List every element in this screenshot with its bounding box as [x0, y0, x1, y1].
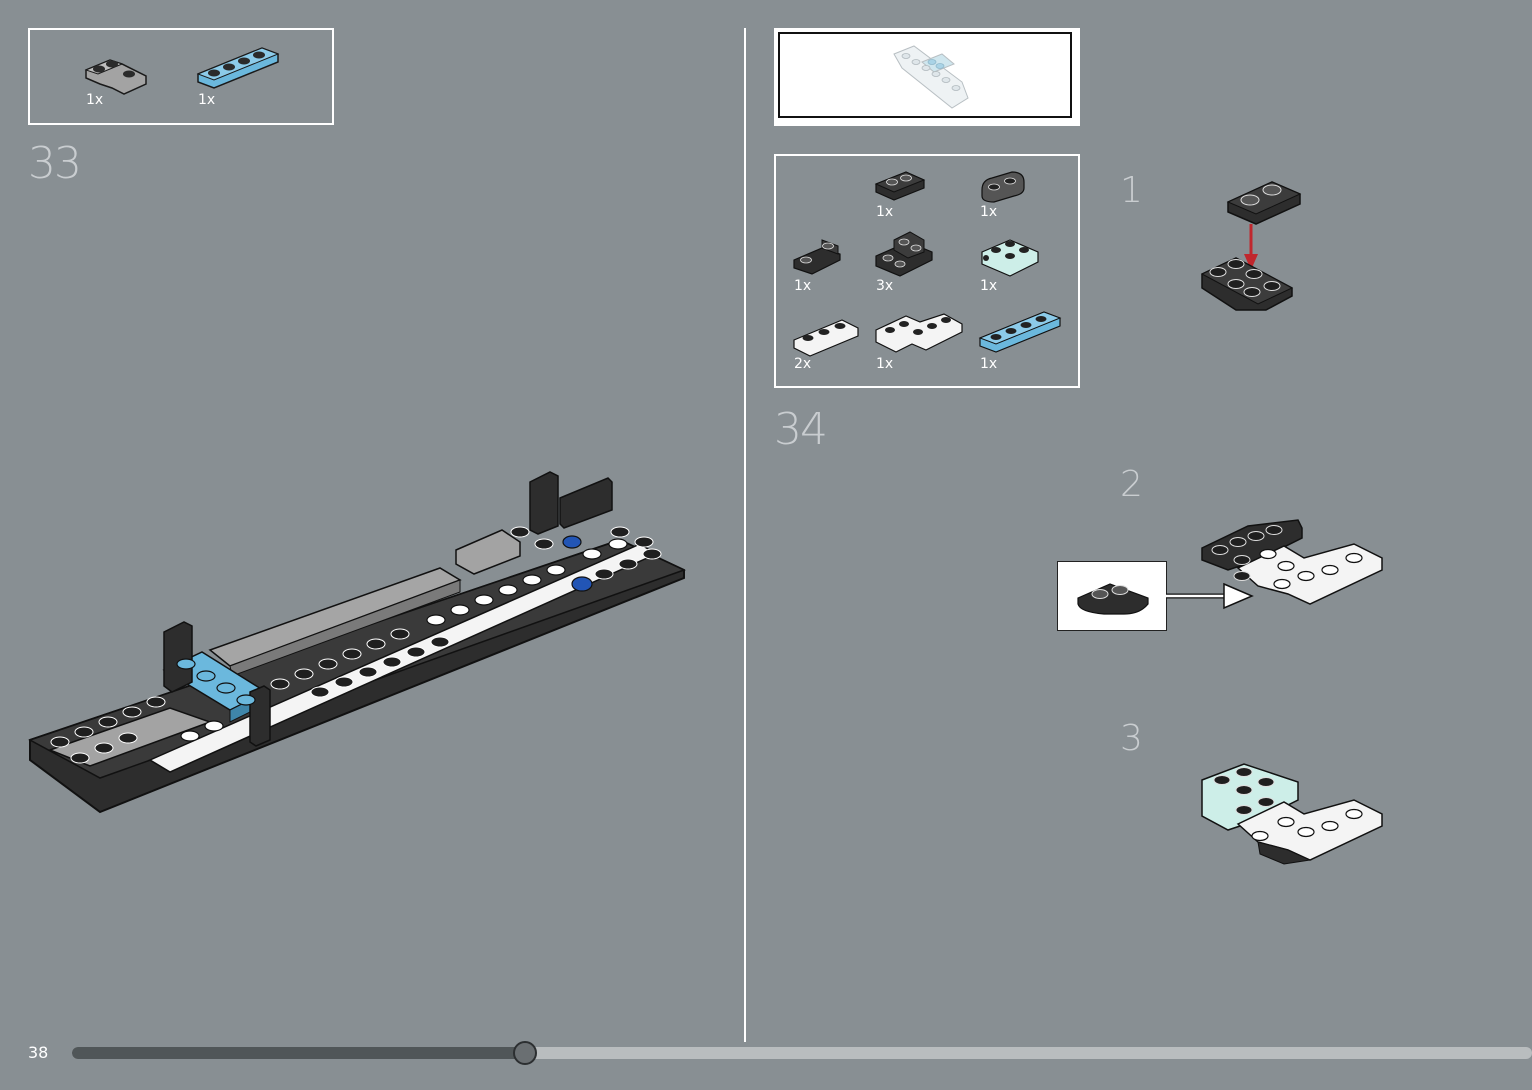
step34-part-qty-1: 1x	[876, 204, 893, 220]
white-plate-1x3-icon	[792, 316, 862, 356]
azure-plate-1x4-icon	[196, 44, 282, 88]
page-divider	[744, 28, 746, 1042]
step33-number: 33	[28, 138, 80, 189]
progress-fill	[72, 1047, 525, 1059]
aqua-bracket-icon	[980, 234, 1042, 278]
substep-2-illustration	[1198, 514, 1388, 614]
step33-part-qty-1: 1x	[86, 92, 103, 108]
step34-part-qty-6: 2x	[794, 356, 811, 372]
step34-parts-box: 1x 1x 1x 3x 1x 2x	[774, 154, 1080, 388]
dark-double-inverted-slope-icon	[874, 230, 936, 278]
step33-part-qty-2: 1x	[198, 92, 215, 108]
dark-rounded-plate-icon	[978, 170, 1028, 204]
page-number: 38	[28, 1043, 48, 1062]
substep-3-illustration	[1198, 760, 1388, 870]
substep-2-callout-box	[1057, 561, 1167, 631]
progress-indicator	[513, 1041, 537, 1065]
assembly-preview-thumbnail	[892, 42, 972, 110]
step34-number: 34	[774, 404, 826, 455]
step34-part-qty-4: 3x	[876, 278, 893, 294]
step34-part-qty-7: 1x	[876, 356, 893, 372]
step34-part-qty-5: 1x	[980, 278, 997, 294]
azure-plate-1x4-icon	[978, 308, 1064, 354]
light-gray-corner-plate-icon	[84, 54, 154, 94]
substep-2-number: 2	[1120, 464, 1143, 505]
white-corner-plate-icon	[874, 310, 966, 356]
assembly-preview-box	[774, 28, 1080, 126]
step34-part-qty-8: 1x	[980, 356, 997, 372]
substep-3-number: 3	[1120, 718, 1143, 759]
dark-plate-1x2-icon	[874, 170, 928, 202]
substep-1-number: 1	[1120, 170, 1143, 211]
substep-1-illustration	[1196, 176, 1306, 318]
step33-model-illustration	[20, 460, 700, 830]
dark-inverted-slope-callout-icon	[1074, 576, 1154, 616]
step34-part-qty-3: 1x	[794, 278, 811, 294]
assembly-preview-frame	[778, 32, 1072, 118]
dark-inverted-slope-icon	[792, 238, 846, 278]
step34-part-qty-2: 1x	[980, 204, 997, 220]
step33-parts-box: 1x 1x	[28, 28, 334, 125]
